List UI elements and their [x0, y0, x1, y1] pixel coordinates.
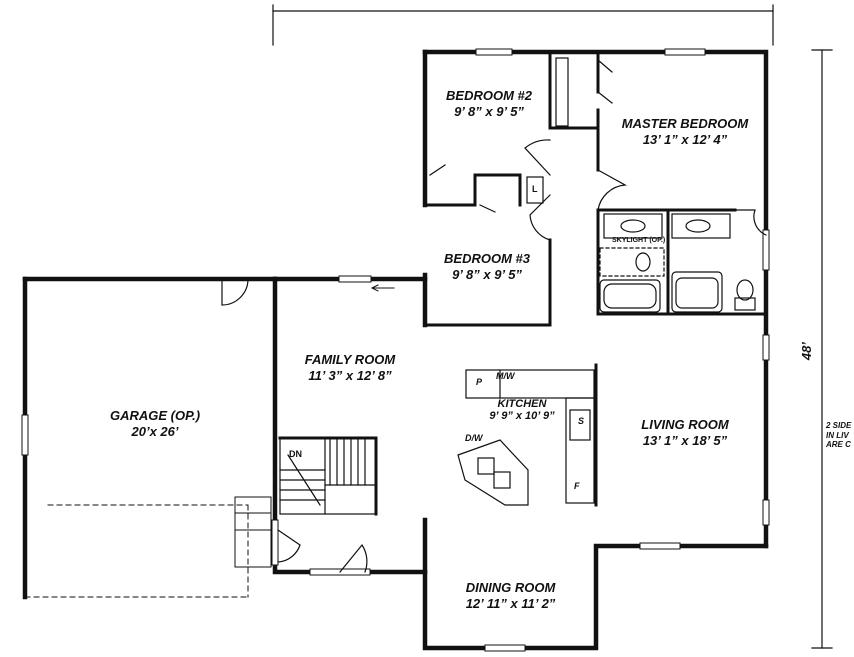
garage-size: 20’x 26’	[131, 424, 179, 440]
depth-dimension-label: 48’	[798, 342, 814, 361]
dining-room-label: DINING ROOM 12’ 11” x 11’ 2”	[448, 580, 573, 613]
linen-label: L	[532, 184, 538, 194]
living-room-label: LIVING ROOM 13’ 1” x 18’ 5”	[620, 417, 750, 450]
skylight-label: SKYLIGHT (OP.)	[612, 237, 666, 244]
family-room-label: FAMILY ROOM 11’ 3” x 12’ 8”	[288, 352, 412, 385]
stairs-down-label: DN	[289, 449, 302, 459]
master-bedroom-size: 13’ 1” x 12’ 4”	[642, 132, 728, 148]
kitchen-name: KITCHEN	[497, 398, 547, 410]
living-room-name: LIVING ROOM	[641, 417, 729, 432]
door-swings	[221, 59, 767, 573]
garage-label: GARAGE (OP.) 20’x 26’	[90, 408, 220, 441]
dishwasher-label: D/W	[465, 433, 483, 443]
side-note-line1: 2 SIDE	[826, 421, 852, 430]
side-note-line2: IN LIV	[826, 430, 849, 440]
microwave-label: M/W	[496, 371, 515, 381]
side-note: 2 SIDE IN LIV ARE C	[826, 421, 851, 450]
bath-fixtures	[555, 57, 756, 313]
family-room-size: 11’ 3” x 12’ 8”	[308, 368, 392, 384]
master-bedroom-label: MASTER BEDROOM 13’ 1” x 12’ 4”	[610, 116, 760, 149]
right-dimension-line	[811, 49, 833, 649]
bedroom2-size: 9’ 8” x 9’ 5”	[454, 104, 524, 120]
interior-walls	[423, 50, 768, 507]
garage-entry-steps	[234, 496, 272, 568]
top-dimension-line	[272, 4, 774, 46]
linen-closet	[526, 176, 544, 204]
kitchen-label: KITCHEN 9’ 9” x 10’ 9”	[472, 398, 572, 422]
direction-arrow	[371, 284, 395, 292]
garage-name: GARAGE (OP.)	[109, 408, 201, 423]
living-room-size: 13’ 1” x 18’ 5”	[642, 433, 728, 449]
pantry-label: P	[476, 377, 483, 387]
kitchen-size: 9’ 9” x 10’ 9”	[489, 410, 555, 423]
sink-label: S	[578, 416, 585, 426]
family-room-name: FAMILY ROOM	[304, 352, 396, 367]
side-note-line3: ARE C	[826, 440, 851, 450]
kitchen-counters	[457, 369, 595, 506]
bedroom3-size: 9’ 8” x 9’ 5”	[452, 267, 522, 283]
bedroom3-label: BEDROOM #3 9’ 8” x 9’ 5”	[428, 251, 546, 284]
dining-room-size: 12’ 11” x 11’ 2”	[465, 596, 556, 612]
fridge-label: F	[574, 481, 580, 491]
dining-room-name: DINING ROOM	[465, 580, 556, 595]
staircase	[278, 436, 378, 516]
bedroom2-label: BEDROOM #2 9’ 8” x 9’ 5”	[430, 88, 548, 121]
master-bedroom-name: MASTER BEDROOM	[621, 116, 749, 131]
bedroom3-name: BEDROOM #3	[444, 251, 530, 266]
garage-door-dashed	[24, 504, 249, 598]
bedroom2-name: BEDROOM #2	[446, 88, 532, 103]
